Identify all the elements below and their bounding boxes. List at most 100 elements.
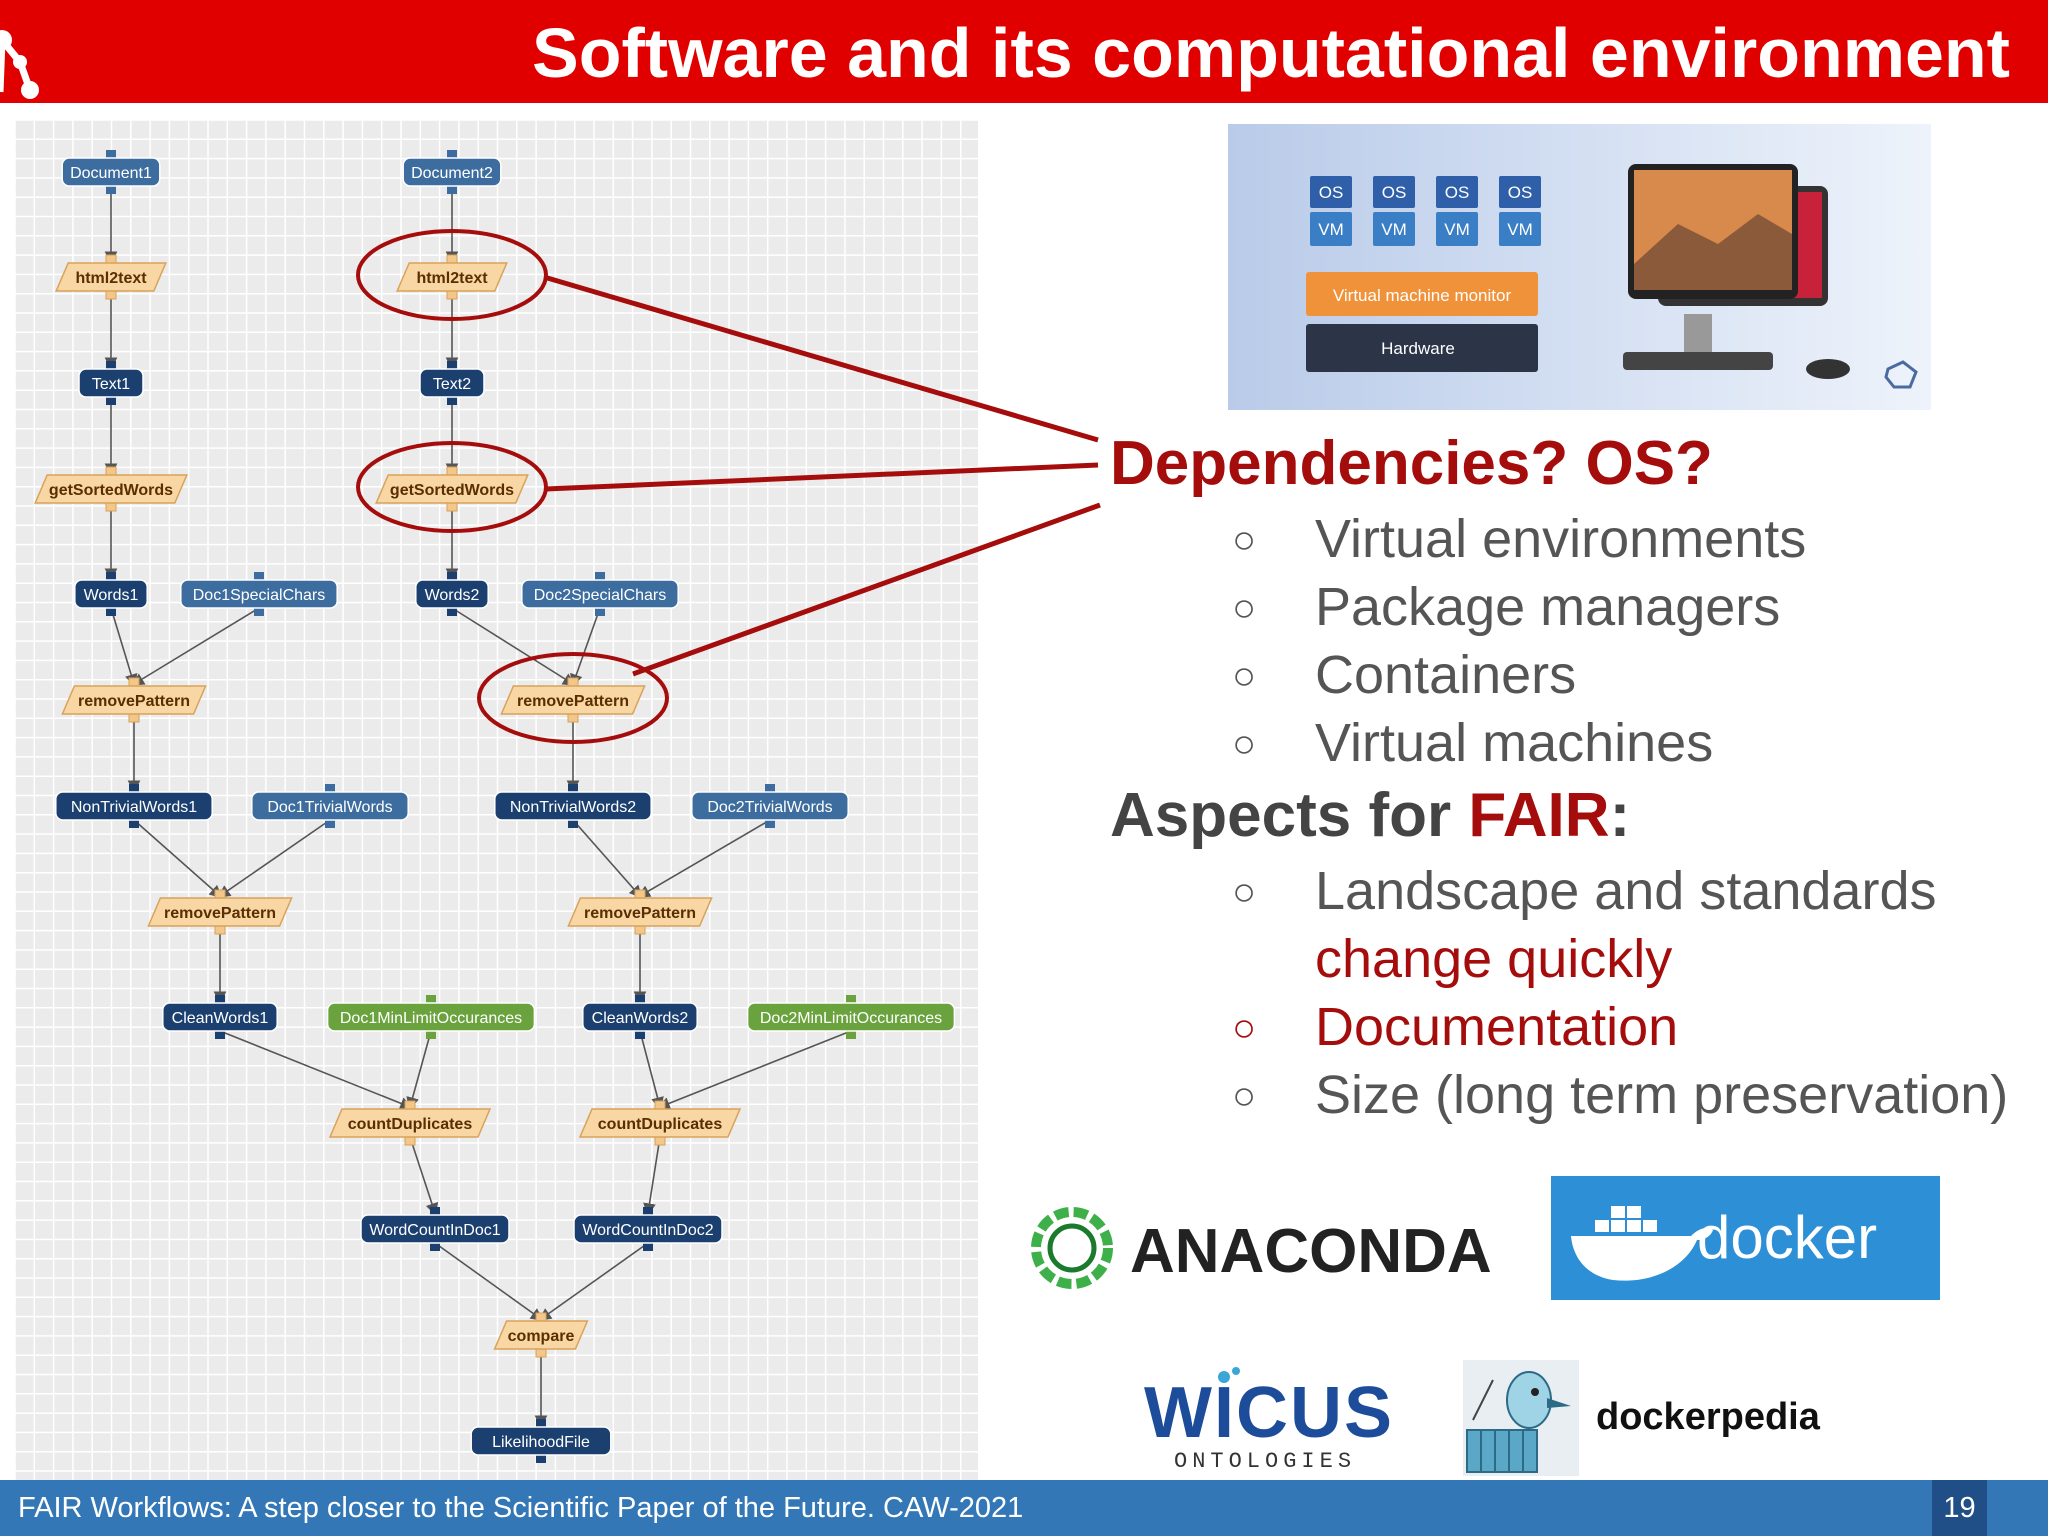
workflow-node-label: countDuplicates [348, 1116, 473, 1133]
list-item: Documentation [1315, 997, 1679, 1057]
footer-text: FAIR Workflows: A step closer to the Sci… [18, 1492, 1024, 1524]
dockerpedia-label: dockerpedia [1596, 1396, 1820, 1438]
workflow-edge [572, 819, 643, 899]
bullet-marker: ○ [1232, 870, 1257, 914]
workflow-node: CleanWords2 [582, 995, 698, 1039]
workflow-node: Doc1SpecialChars [180, 572, 338, 616]
workflow-edge [434, 1242, 544, 1321]
list-item: Containers [1315, 645, 1577, 705]
aspects-heading-prefix: Aspects for [1110, 781, 1469, 850]
list-item: Size (long term preservation) [1315, 1065, 2009, 1125]
workflow-node: NonTrivialWords1 [55, 784, 213, 828]
workflow-edge [538, 1242, 649, 1321]
workflow-edge [643, 1136, 661, 1217]
workflow-node: Words1 [74, 572, 148, 616]
workflow-node-label: countDuplicates [598, 1116, 723, 1133]
workflow-node-label: Text2 [433, 376, 471, 393]
workflow-node: removePattern [500, 677, 646, 723]
workflow-node-label: WordCountInDoc2 [582, 1222, 713, 1239]
os-label: OS [1382, 183, 1407, 202]
bullet-marker: ○ [1232, 654, 1257, 698]
workflow-edge [110, 607, 138, 688]
page-number-box: 19 [1932, 1480, 1987, 1536]
workflow-edge [657, 1030, 852, 1110]
wicus-subtitle: ONTOLOGIES [1174, 1449, 1356, 1474]
workflow-edge [219, 1030, 413, 1110]
wicus-logo: WICUS ONTOLOGIES [1144, 1367, 1394, 1474]
workflow-node: removePattern [147, 889, 293, 935]
workflow-node: Doc2MinLimitOccurances [746, 995, 956, 1039]
workflow-node: NonTrivialWords2 [494, 784, 652, 828]
anaconda-logo: ANACONDA [1031, 1207, 1490, 1289]
bullet-marker: ○ [1232, 1006, 1257, 1050]
docker-logo: docker [1551, 1176, 1940, 1300]
workflow-node-label: Doc2TrivialWords [707, 799, 832, 816]
aspects-heading: Aspects for FAIR: [1110, 780, 1630, 851]
workflow-node-label: removePattern [78, 693, 190, 710]
workflow-node: Text1 [78, 361, 144, 405]
workflow-node: removePattern [567, 889, 713, 935]
workflow-node-label: getSortedWords [390, 482, 514, 499]
os-label: OS [1319, 183, 1344, 202]
workflow-node-label: Doc2MinLimitOccurances [760, 1010, 942, 1027]
vm-label: VM [1318, 220, 1344, 239]
workflow-node: WordCountInDoc2 [573, 1207, 723, 1251]
vm-hardware-label: Hardware [1381, 339, 1455, 358]
workflow-node: removePattern [61, 677, 207, 723]
list-item: Package managers [1315, 577, 1781, 637]
os-label: OS [1445, 183, 1470, 202]
workflow-node-label: Words1 [84, 587, 139, 604]
dockerpedia-logo-icon [1463, 1360, 1579, 1476]
workflow-node-label: CleanWords1 [172, 1010, 269, 1027]
os-label: OS [1508, 183, 1533, 202]
vm-label: VM [1444, 220, 1470, 239]
workflow-node: getSortedWords [375, 466, 529, 512]
workflow-node-label: Text1 [92, 376, 130, 393]
workflow-node: LikelihoodFile [470, 1419, 612, 1463]
workflow-node: Words2 [415, 572, 489, 616]
workflow-node-label: NonTrivialWords1 [71, 799, 197, 816]
wicus-wordmark: WICUS [1144, 1373, 1394, 1453]
workflow-node-label: Doc1MinLimitOccurances [340, 1010, 522, 1027]
workflow-edge [217, 819, 331, 898]
workflow-node: countDuplicates [578, 1100, 742, 1146]
bullet-marker: ○ [1232, 518, 1257, 562]
workflow-node-label: compare [508, 1328, 575, 1345]
workflow-node: getSortedWords [34, 466, 188, 512]
workflow-node: WordCountInDoc1 [360, 1207, 510, 1251]
bullet-marker: ○ [1232, 586, 1257, 630]
workflow-node: Text2 [419, 361, 485, 405]
workflow-node-label: removePattern [164, 905, 276, 922]
workflow-node-label: getSortedWords [49, 482, 173, 499]
workflow-edge [131, 607, 260, 686]
workflow-node-label: WordCountInDoc1 [369, 1222, 500, 1239]
content-area: Dependencies? OS? ○ Virtual environments… [1110, 429, 2009, 1125]
workflow-node: Doc1MinLimitOccurances [326, 995, 536, 1039]
list-item: Virtual environments [1315, 509, 1807, 569]
workflow-node-label: removePattern [517, 693, 629, 710]
workflow-node: compare [493, 1312, 589, 1358]
workflow-node: Doc1TrivialWords [251, 784, 409, 828]
workflow-edge [637, 819, 771, 898]
workflow-node: html2text [396, 254, 508, 300]
workflow-node-label: Doc1TrivialWords [267, 799, 392, 816]
workflow-edge [451, 607, 576, 686]
workflow-edge [133, 819, 223, 899]
workflow-node: countDuplicates [328, 1100, 492, 1146]
workflow-node: Doc2TrivialWords [691, 784, 849, 828]
workflow-node-label: Words2 [425, 587, 480, 604]
docker-wordmark: docker [1697, 1204, 1877, 1271]
aspects-heading-suffix: : [1609, 781, 1631, 850]
slide-header: Software and its computational environme… [0, 0, 2048, 103]
vm-label: VM [1507, 220, 1533, 239]
workflow-node: html2text [55, 254, 167, 300]
workflow-node-label: LikelihoodFile [492, 1434, 590, 1451]
slide-title: Software and its computational environme… [532, 14, 2010, 92]
dependencies-heading: Dependencies? OS? [1110, 429, 1713, 498]
workflow-node: CleanWords1 [162, 995, 278, 1039]
workflow-node-label: Document2 [411, 165, 493, 182]
list-item: Virtual machines [1315, 713, 1714, 773]
slide-footer: FAIR Workflows: A step closer to the Sci… [0, 1480, 2048, 1536]
workflow-node-label: NonTrivialWords2 [510, 799, 636, 816]
